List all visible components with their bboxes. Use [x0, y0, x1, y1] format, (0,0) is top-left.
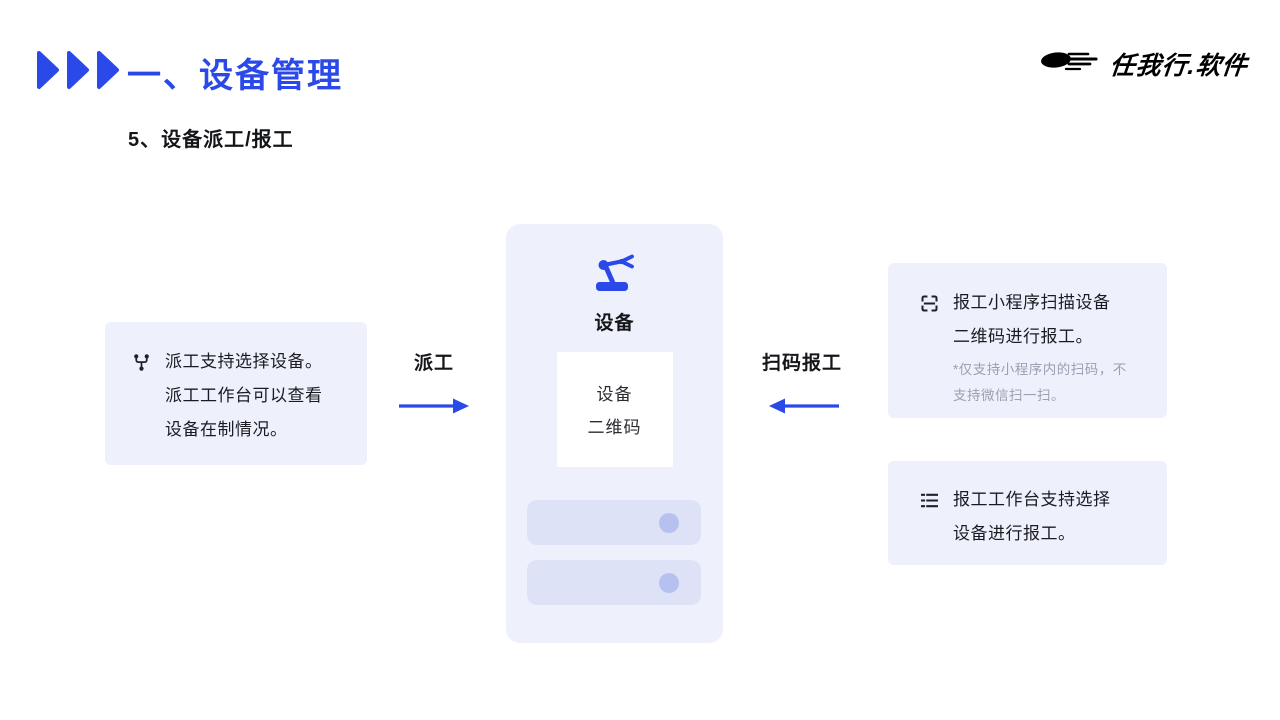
skeleton-dot [659, 512, 679, 533]
scan-report-info-text: 报工小程序扫描设备 二维码进行报工。 *仅支持小程序内的扫码，不 支持微信扫一扫… [953, 286, 1127, 409]
note-line: 支持微信扫一扫。 [953, 388, 1065, 403]
text-line: 二维码进行报工。 [953, 327, 1093, 346]
skeleton-row [527, 500, 701, 545]
comet-swoosh-icon [1041, 52, 1098, 71]
section-subtitle: 5、设备派工/报工 [128, 129, 294, 151]
robot-arm-icon [591, 254, 639, 299]
text-line: 报工工作台支持选择 [953, 490, 1111, 509]
arrow-right-icon [399, 398, 469, 414]
note-line: *仅支持小程序内的扫码，不 [953, 362, 1127, 377]
scan-report-info-card: 报工小程序扫描设备 二维码进行报工。 *仅支持小程序内的扫码，不 支持微信扫一扫… [888, 263, 1167, 418]
text-line: 派工支持选择设备。 [165, 352, 323, 371]
qr-label-line: 二维码 [587, 418, 642, 437]
device-qr-box: 设备 二维码 [556, 352, 673, 467]
dispatch-info-text: 派工支持选择设备。 派工工作台可以查看 设备在制情况。 [165, 345, 323, 447]
arrow-left-icon [769, 398, 839, 414]
dispatch-info-card: 派工支持选择设备。 派工工作台可以查看 设备在制情况。 [105, 322, 367, 465]
device-card: 设备 设备 二维码 [506, 224, 723, 643]
brand-logo: 任我行.软件 [1040, 46, 1250, 82]
scan-report-note: *仅支持小程序内的扫码，不 支持微信扫一扫。 [953, 357, 1127, 409]
qr-label-line: 设备 [596, 385, 633, 404]
dispatch-flow: 派工 [397, 348, 471, 415]
page-title: 一、设备管理 [127, 57, 343, 95]
list-icon [919, 490, 940, 516]
workbench-report-info-card: 报工工作台支持选择 设备进行报工。 [888, 461, 1167, 565]
skeleton-row [527, 560, 701, 605]
workbench-report-info-text: 报工工作台支持选择 设备进行报工。 [953, 483, 1111, 551]
chevron-right-icon [67, 51, 89, 89]
triple-chevron-right-icon [36, 50, 120, 90]
text-line: 设备进行报工。 [953, 524, 1076, 543]
device-card-title: 设备 [594, 313, 635, 334]
skeleton-dot [659, 572, 679, 593]
text-line: 派工工作台可以查看 [165, 386, 323, 405]
text-line: 报工小程序扫描设备 [953, 293, 1111, 312]
chevron-right-icon [37, 51, 59, 89]
text-line: 设备在制情况。 [165, 420, 288, 439]
scan-report-label: 扫码报工 [761, 353, 842, 374]
brand-logo-text: 任我行.软件 [1108, 52, 1250, 80]
scan-report-flow: 扫码报工 [756, 348, 848, 415]
chevron-right-icon [97, 51, 119, 89]
dispatch-label: 派工 [413, 353, 454, 374]
scan-frame-icon [919, 293, 940, 319]
branch-split-icon [131, 352, 152, 378]
